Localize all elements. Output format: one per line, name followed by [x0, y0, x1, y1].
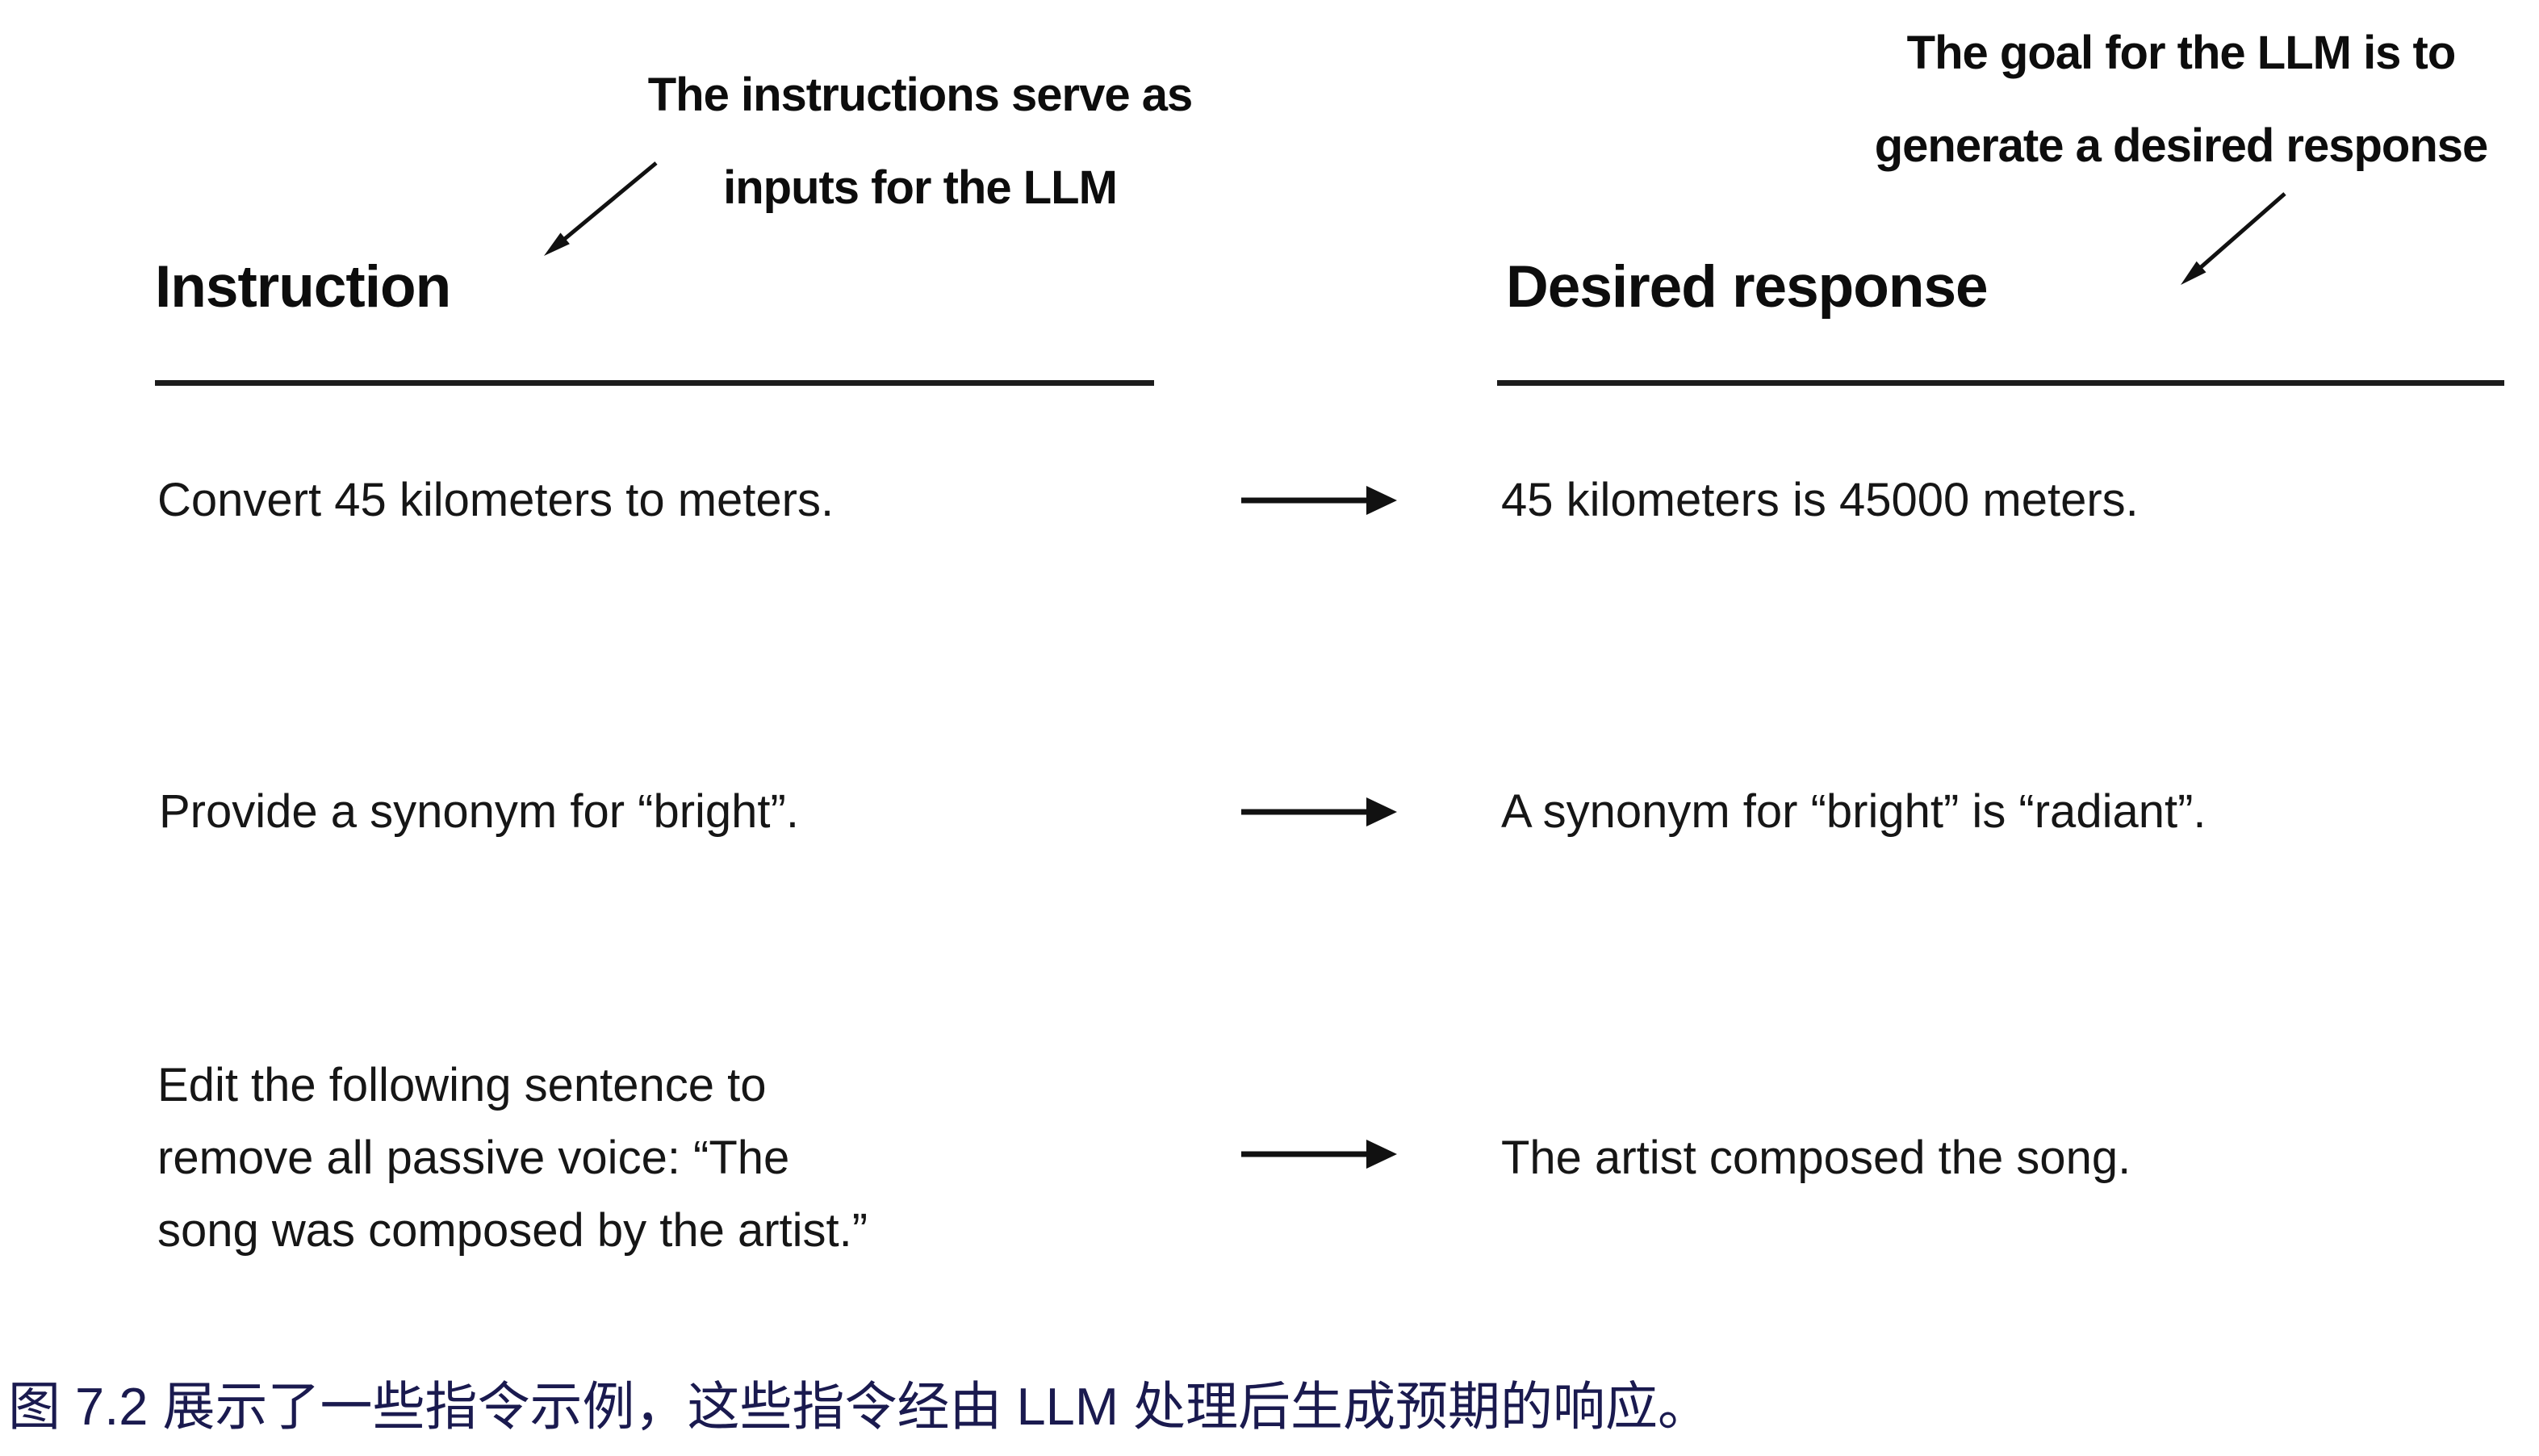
instruction-text: Convert 45 kilometers to meters. [157, 464, 964, 537]
annotation-line: The instructions serve as [647, 69, 1193, 121]
response-text: A synonym for “bright” is “radiant”. [1501, 785, 2206, 838]
instruction-text: Provide a synonym for “bright”. [159, 776, 966, 848]
instruction-header-rule [155, 380, 1154, 386]
instruction-text: Edit the following sentence to remove al… [157, 1049, 964, 1267]
instruction-line: song was composed by the artist.” [157, 1204, 868, 1257]
annotation-instructions-serve-as: The instructions serve as inputs for the… [533, 48, 1307, 234]
desired-response-header-rule [1497, 380, 2504, 386]
annotation-line: generate a desired response [1874, 119, 2489, 172]
instruction-line: Convert 45 kilometers to meters. [157, 474, 834, 526]
arrow-right-icon [1241, 486, 1397, 515]
instruction-line: Provide a synonym for “bright”. [159, 785, 799, 838]
arrow-right-icon [1241, 1140, 1397, 1169]
response-text: The artist composed the song. [1501, 1132, 2131, 1184]
desired-response-column-header: Desired response [1506, 254, 1989, 320]
annotation-goal-generate-response: The goal for the LLM is to generate a de… [1820, 6, 2539, 192]
instruction-column-header: Instruction [155, 254, 451, 320]
annotation-line: The goal for the LLM is to [1906, 27, 2457, 79]
figure-caption: 图 7.2 展示了一些指令示例，这些指令经由 LLM 处理后生成预期的响应。 [8, 1377, 1711, 1436]
arrow-down-left-icon [2181, 192, 2286, 285]
response-text: 45 kilometers is 45000 meters. [1501, 474, 2139, 526]
instruction-line: Edit the following sentence to [157, 1059, 767, 1111]
arrow-down-left-icon [544, 161, 658, 256]
annotation-line: inputs for the LLM [723, 161, 1118, 214]
instruction-line: remove all passive voice: “The [157, 1132, 790, 1184]
arrow-right-icon [1241, 797, 1397, 826]
